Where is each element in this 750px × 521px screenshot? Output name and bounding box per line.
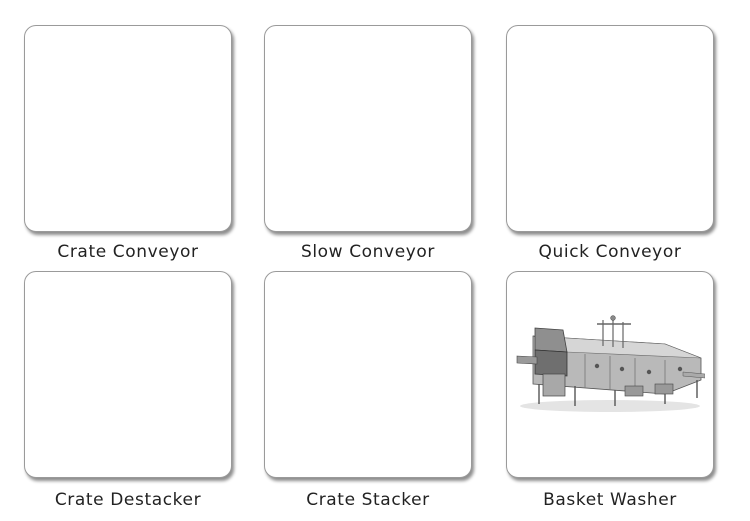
- product-card-quick-conveyor[interactable]: [506, 25, 714, 232]
- product-card-crate-conveyor[interactable]: [24, 25, 232, 232]
- product-card-slow-conveyor[interactable]: [264, 25, 472, 232]
- product-caption-crate-conveyor[interactable]: Crate Conveyor: [57, 242, 199, 262]
- product-caption-basket-washer[interactable]: Basket Washer: [543, 490, 677, 510]
- product-caption-quick-conveyor[interactable]: Quick Conveyor: [538, 242, 682, 262]
- product-card-basket-washer[interactable]: [506, 271, 714, 478]
- product-caption-crate-destacker[interactable]: Crate Destacker: [54, 490, 202, 510]
- product-caption-slow-conveyor[interactable]: Slow Conveyor: [300, 242, 436, 262]
- product-card-crate-stacker[interactable]: [264, 271, 472, 478]
- product-card-crate-destacker[interactable]: [24, 271, 232, 478]
- product-caption-crate-stacker[interactable]: Crate Stacker: [306, 490, 430, 510]
- basket-washer-machine-image: [516, 315, 705, 412]
